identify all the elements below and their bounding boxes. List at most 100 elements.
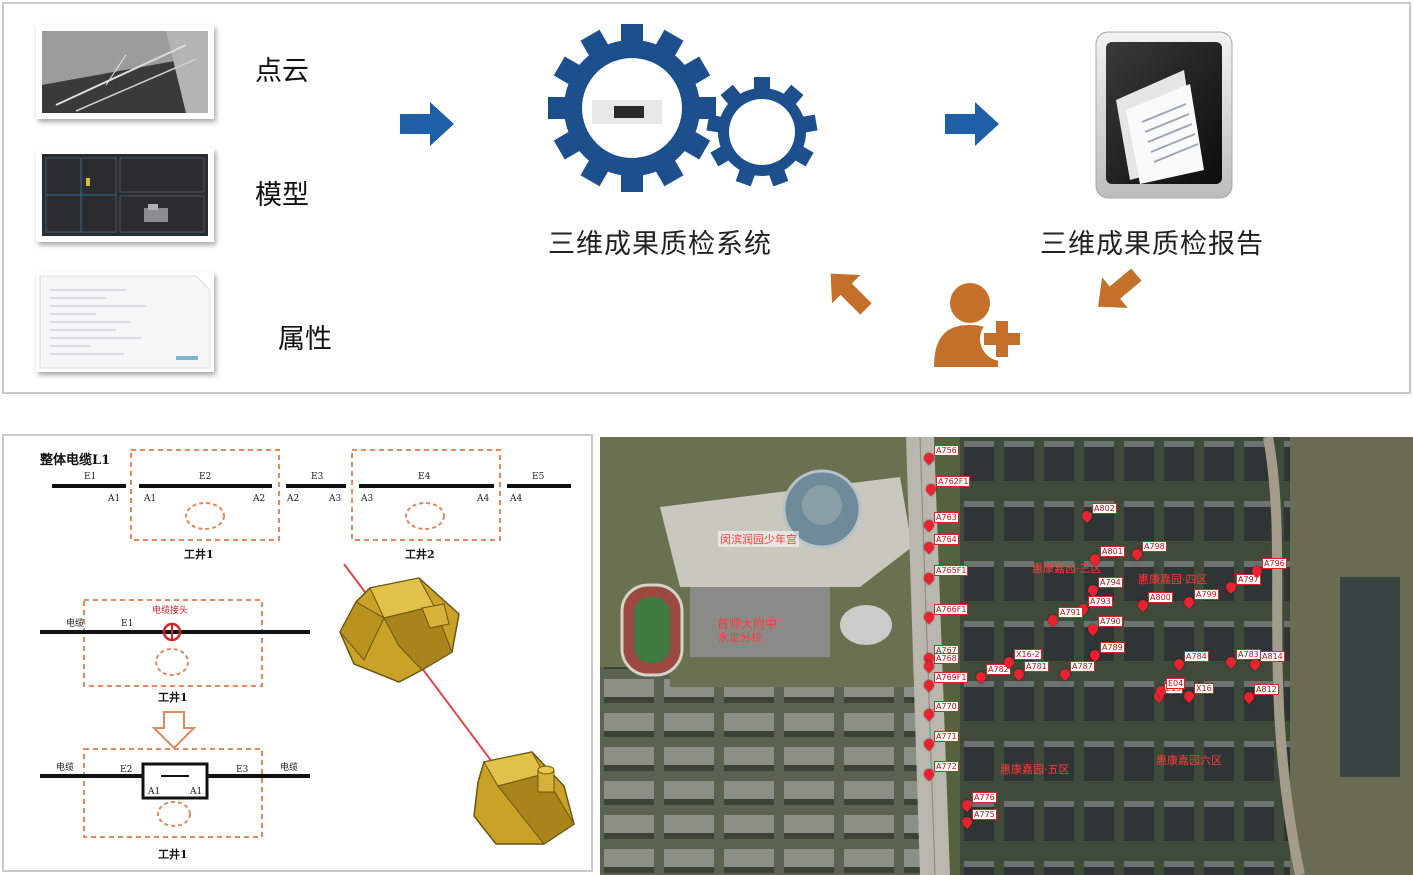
map-point-tag: A801 xyxy=(1100,546,1125,557)
map-point-tag: A802 xyxy=(1092,503,1117,514)
add-user-icon xyxy=(934,283,1024,367)
map-point-tag: A768 xyxy=(934,653,959,664)
map-point-tag: A784 xyxy=(1184,651,1209,662)
map-point-tag: A765F1 xyxy=(934,565,969,576)
qc-report-label: 三维成果质检报告 xyxy=(1040,229,1264,260)
well-box xyxy=(130,449,280,541)
segment-label: E2 xyxy=(199,472,211,482)
cable-diagram: 整体电缆L1 E1 E2 E3 E4 E5 A1 A1 A2 A2 A3 A3 … xyxy=(39,449,575,861)
node-label: A2 xyxy=(286,494,299,504)
node-label: A1 xyxy=(189,787,202,797)
map-point-tag: A799 xyxy=(1194,589,1219,600)
well-box xyxy=(83,599,263,687)
segment-label: E5 xyxy=(532,472,545,482)
joint-box xyxy=(141,762,209,800)
cable-label: 电缆 xyxy=(280,761,298,773)
map-point-tag: A764 xyxy=(934,534,959,545)
manhole-circle xyxy=(185,502,225,530)
map-point-tag: A798 xyxy=(1142,541,1167,552)
map-point-tag: A800 xyxy=(1148,592,1173,603)
area-label: 惠康嘉园·五区 xyxy=(1000,763,1070,776)
map-point-tag: A772 xyxy=(934,761,959,772)
map-point-tag: X16-2 xyxy=(1014,649,1042,660)
model-thumbnail xyxy=(36,148,214,242)
well-label: 工井1 xyxy=(158,847,188,861)
cable-label: 电缆 xyxy=(66,617,84,629)
well-box xyxy=(351,449,501,541)
attribute-thumbnail xyxy=(36,272,214,372)
map-point-tag: A789 xyxy=(1100,642,1125,653)
3d-joint-model xyxy=(473,751,575,845)
3d-model-image xyxy=(42,154,208,236)
attribute-document-image xyxy=(39,275,211,369)
joint-marker xyxy=(162,622,182,642)
right-arrow-icon xyxy=(945,102,999,146)
well-label: 工井1 xyxy=(158,690,188,704)
down-left-arrow-icon xyxy=(1098,268,1142,308)
workflow-panel: 点云 模型 属性 xyxy=(2,2,1411,394)
manhole-circle xyxy=(155,648,189,676)
segment-label: E3 xyxy=(311,472,324,482)
node-label: A3 xyxy=(328,494,341,504)
right-arrow-icon xyxy=(400,102,454,146)
down-arrow-icon xyxy=(151,711,197,750)
map-point-tag: E04 xyxy=(1166,678,1186,689)
map-point-tag: A793 xyxy=(1088,596,1113,607)
cable-title: 整体电缆L1 xyxy=(39,452,110,468)
node-label: A1 xyxy=(107,494,120,504)
node-label: A4 xyxy=(476,494,489,504)
area-label: 首师大附中 xyxy=(717,617,778,631)
map-point-tag: A787 xyxy=(1070,661,1095,672)
node-label: A3 xyxy=(360,494,373,504)
segment-label: E1 xyxy=(84,472,96,482)
3d-joint-model xyxy=(339,577,460,683)
up-left-arrow-icon xyxy=(830,273,872,315)
satellite-map-panel: 闵滨润园少年宫 首师大附中 永定分校 惠康嘉园·三区 惠康嘉园·四区 惠康嘉园·… xyxy=(600,437,1413,875)
map-point-tag: A791 xyxy=(1058,607,1083,618)
area-label: 永定分校 xyxy=(718,631,762,644)
well-label: 工井1 xyxy=(184,547,214,561)
map-point-tag: A782 xyxy=(986,664,1011,675)
well-box xyxy=(83,748,263,838)
node-label: A2 xyxy=(252,494,265,504)
segment-label: E1 xyxy=(121,619,133,629)
map-point-tag: A771 xyxy=(934,731,959,742)
area-label: 惠康嘉园·四区 xyxy=(1138,573,1208,586)
manhole-circle xyxy=(157,801,191,827)
map-point-tag: A814 xyxy=(1260,651,1285,662)
map-point-tag: A776 xyxy=(972,792,997,803)
point-cloud-thumbnail xyxy=(36,25,214,119)
area-label: 惠康嘉园·三区 xyxy=(1032,562,1102,575)
input-label-model: 模型 xyxy=(255,180,309,211)
well-label: 工井2 xyxy=(405,547,435,561)
manhole-circle xyxy=(405,502,445,530)
map-point-tag: A812 xyxy=(1254,684,1279,695)
map-point-tag: A756 xyxy=(934,445,959,456)
input-label-attributes: 属性 xyxy=(278,324,332,355)
map-point-tag: A775 xyxy=(972,809,997,820)
node-label: A1 xyxy=(143,494,156,504)
map-point-tag: A766F1 xyxy=(934,604,969,615)
input-label-point-cloud: 点云 xyxy=(255,56,309,87)
node-label: A4 xyxy=(509,494,522,504)
map-point-tag: X16 xyxy=(1194,683,1214,694)
node-label: A1 xyxy=(147,787,160,797)
segment-label: E3 xyxy=(236,765,249,775)
area-label: 闵滨润园少年宫 xyxy=(718,531,799,547)
map-point-tag: A790 xyxy=(1098,616,1123,627)
gears-icon xyxy=(548,24,818,192)
segment-label: E2 xyxy=(120,765,132,775)
map-point-tag: A794 xyxy=(1098,577,1123,588)
joint-label: 电缆接头 xyxy=(152,604,188,616)
report-document-icon xyxy=(1095,31,1233,199)
cable-label: 电缆 xyxy=(56,761,74,773)
segment-label: E4 xyxy=(418,472,431,482)
map-point-tag: A796 xyxy=(1262,558,1287,569)
map-point-tag: A762F1 xyxy=(936,476,971,487)
map-point-tag: A770 xyxy=(934,701,959,712)
qc-system-label: 三维成果质检系统 xyxy=(548,229,772,260)
point-cloud-image xyxy=(42,31,208,113)
cable-diagram-panel: 整体电缆L1 E1 E2 E3 E4 E5 A1 A1 A2 A2 A3 A3 … xyxy=(2,434,593,872)
area-label: 惠康嘉园六区 xyxy=(1156,754,1222,767)
map-point-tag: A781 xyxy=(1024,661,1049,672)
